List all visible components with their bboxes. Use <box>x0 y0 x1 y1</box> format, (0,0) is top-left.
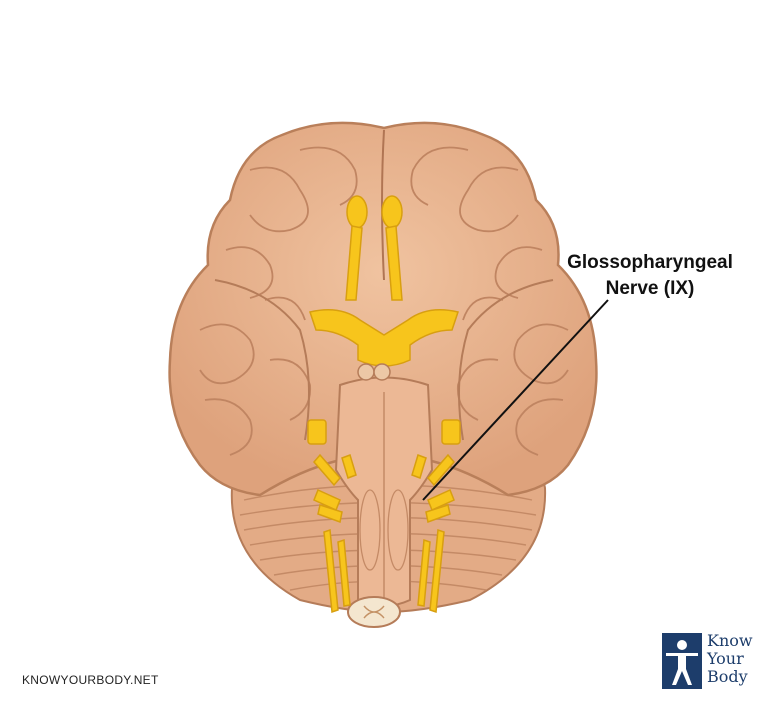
cranial-nerves <box>307 195 461 614</box>
logo-text-line1: Know <box>707 631 753 650</box>
brainstem <box>334 376 434 628</box>
logo: Know Your Body <box>662 632 762 693</box>
nerve-label-line1: Glossopharyngeal <box>567 252 733 273</box>
nerve-label: Glossopharyngeal Nerve (IX) <box>540 250 760 302</box>
site-url: KNOWYOURBODY.NET <box>22 673 159 687</box>
cerebrum <box>168 121 598 497</box>
label-pointer-line <box>422 299 609 501</box>
logo-text-line3: Body <box>707 667 748 686</box>
logo-text: Know Your Body <box>707 632 753 686</box>
logo-figure-icon <box>662 633 702 689</box>
logo-text-line2: Your <box>707 649 744 668</box>
nerve-label-line2: Nerve (IX) <box>605 278 695 299</box>
